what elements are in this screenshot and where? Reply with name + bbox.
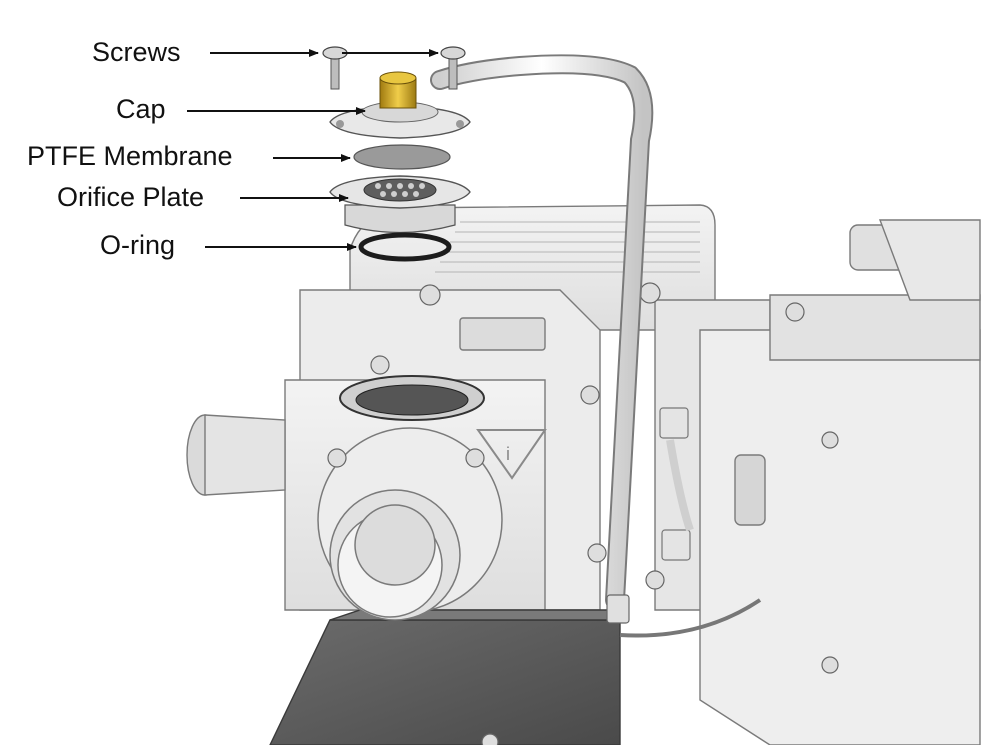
orifice-plate-part <box>329 175 471 234</box>
label-o-ring: O-ring <box>100 230 176 260</box>
pump-housing <box>186 204 981 746</box>
sensor-port <box>339 375 485 421</box>
side-fittings <box>659 407 694 561</box>
leader-lines <box>187 49 439 251</box>
warning-triangle-icon: i <box>476 429 547 480</box>
svg-text:i: i <box>506 444 510 464</box>
o-ring-part <box>358 232 452 262</box>
label-screws: Screws <box>92 37 181 67</box>
label-cap: Cap <box>116 94 166 124</box>
inlet-pipe <box>317 427 503 621</box>
sensor-tube <box>430 54 762 638</box>
ptfe-membrane-part <box>353 144 451 170</box>
housing-screws <box>327 282 839 750</box>
label-ptfe-membrane: PTFE Membrane <box>27 141 233 171</box>
screw-right <box>440 46 466 90</box>
screw-left <box>322 46 348 90</box>
label-orifice-plate: Orifice Plate <box>57 182 205 212</box>
